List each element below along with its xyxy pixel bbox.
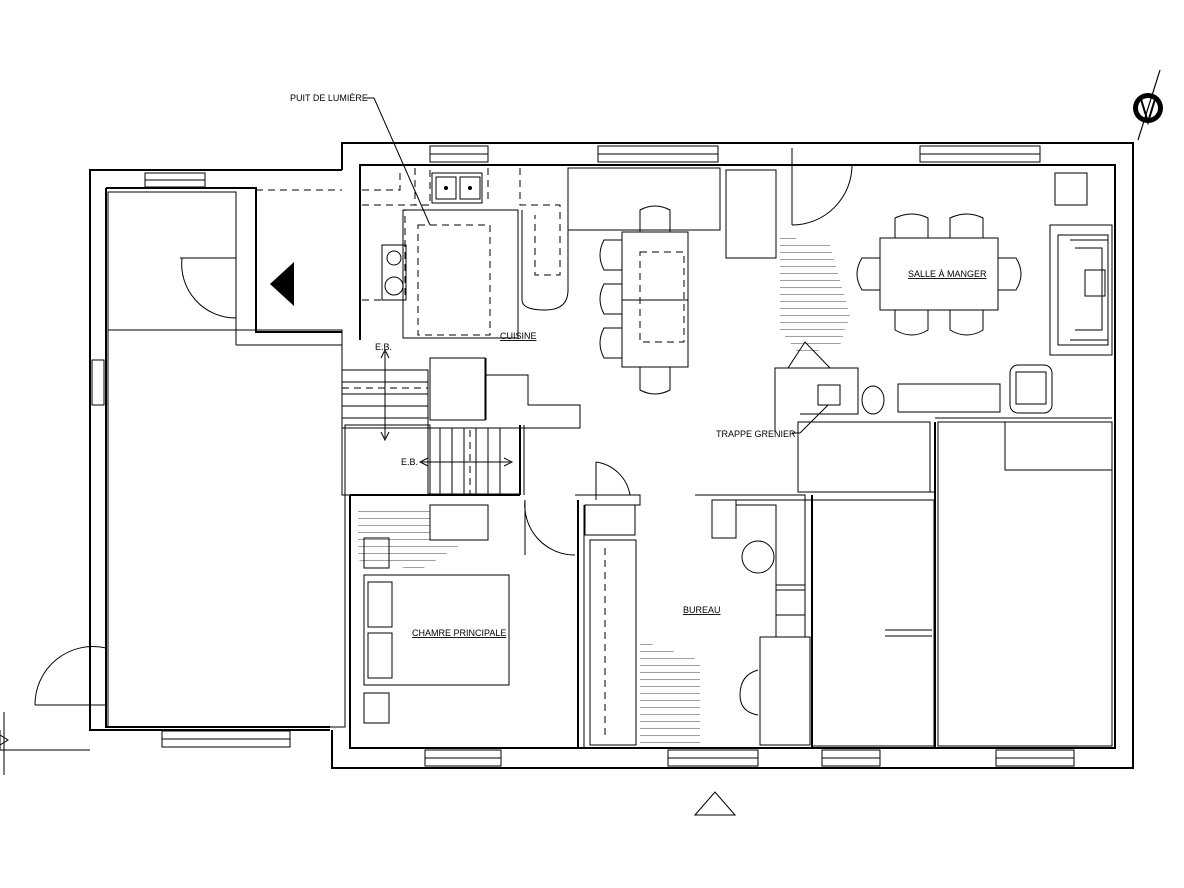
room-label-office: BUREAU (683, 605, 721, 615)
eb-label-top: E.B. (375, 342, 392, 352)
attic-hatch-label: TRAPPE GRENIER (716, 429, 796, 439)
attic-hatch-leader (792, 404, 829, 434)
kitchen-table (599, 205, 689, 395)
dining-room-furniture (856, 213, 1053, 415)
kitchen (362, 168, 569, 339)
room-label-dining: SALLE À MANGER (908, 269, 987, 279)
north-arrow-icon (1133, 69, 1163, 141)
triangle-up-icon (693, 791, 737, 816)
entry-arrow-icon (270, 262, 294, 306)
skylight-label: PUIT DE LUMIÈRE (290, 93, 368, 103)
windows (91, 145, 1075, 767)
skylight-leader (364, 97, 431, 226)
stairs (341, 348, 521, 495)
bedroom-furniture (363, 504, 510, 724)
eb-label-bottom: E.B. (401, 457, 418, 467)
office-furniture (711, 499, 932, 746)
room-label-bedroom: CHAMRE PRINCIPALE (412, 628, 506, 638)
floor-finishes (358, 167, 931, 745)
room-label-kitchen: CUISINE (500, 331, 537, 341)
exterior-walls (0, 142, 1134, 775)
doors (34, 148, 853, 706)
